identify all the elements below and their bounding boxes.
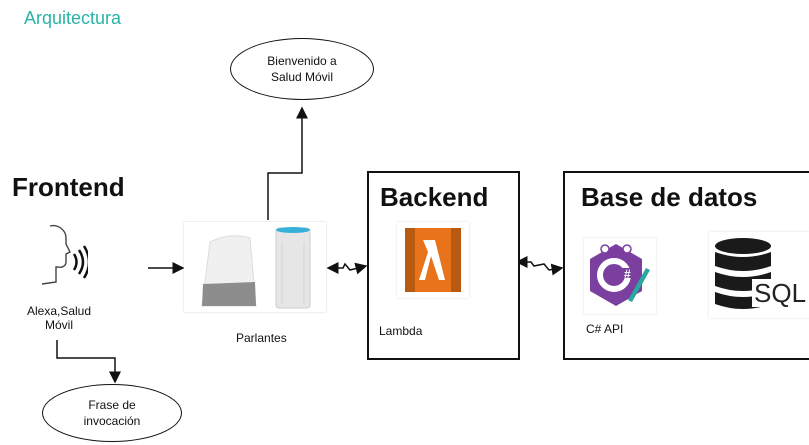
lambda-label: Lambda <box>379 324 423 338</box>
sql-label: SQL <box>752 278 809 308</box>
welcome-ellipse-text: Bienvenido a Salud Móvil <box>267 54 337 84</box>
database-heading: Base de datos <box>581 182 758 212</box>
csharp-icon: # <box>584 238 656 314</box>
speakers-label: Parlantes <box>236 331 287 345</box>
page-title: Arquitectura <box>24 8 122 28</box>
arrow-backend-database <box>515 256 564 276</box>
welcome-ellipse: Bienvenido a Salud Móvil <box>230 38 374 100</box>
speakers-image <box>184 222 326 312</box>
lambda-icon <box>397 222 469 298</box>
user-label: Alexa,Salud Móvil <box>26 304 92 332</box>
arrow-user-to-phrase <box>56 340 121 384</box>
arrow-speakers-to-welcome <box>267 106 308 220</box>
backend-heading: Backend <box>380 182 489 212</box>
arrow-speakers-backend <box>326 262 368 275</box>
api-label: C# API <box>586 322 624 336</box>
voice-user-icon <box>36 222 91 298</box>
frontend-heading: Frontend <box>12 172 125 202</box>
phrase-ellipse-text: Frase de invocación <box>83 398 141 428</box>
phrase-ellipse: Frase de invocación <box>42 384 182 442</box>
svg-text:#: # <box>624 267 631 281</box>
